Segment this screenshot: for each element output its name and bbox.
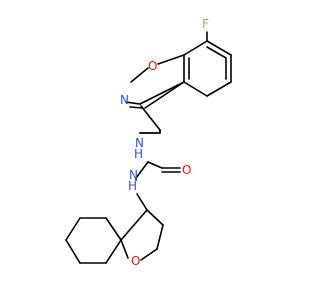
bond xyxy=(183,81,208,97)
bond xyxy=(206,46,227,59)
bond xyxy=(125,101,141,105)
bond xyxy=(120,209,148,241)
bond xyxy=(147,161,163,169)
bond xyxy=(206,81,232,97)
molecule-structure: F O N HN O HN O xyxy=(65,17,232,268)
bond xyxy=(129,106,143,109)
bond xyxy=(105,217,122,241)
bond xyxy=(140,105,161,131)
bond xyxy=(156,224,164,250)
amide-nitrogen-upper-label: HN xyxy=(134,136,144,161)
bond xyxy=(136,193,148,211)
isoxazole-oxygen-label: O xyxy=(148,59,157,73)
bond xyxy=(183,40,208,56)
bond xyxy=(146,209,164,226)
ring-oxygen-label: O xyxy=(131,254,140,268)
bond xyxy=(105,239,122,264)
amide-nitrogen-lower-label: HN xyxy=(128,168,138,193)
fluorine-label: F xyxy=(202,17,209,31)
bond xyxy=(157,54,185,65)
bond xyxy=(144,81,185,109)
molecule-canvas: F O N HN O HN O xyxy=(65,17,232,268)
bond xyxy=(65,239,81,264)
isoxazole-nitrogen-label: N xyxy=(120,93,129,107)
bond xyxy=(120,239,129,259)
bond xyxy=(140,248,158,261)
bond xyxy=(139,81,185,105)
bond xyxy=(206,40,232,56)
bond xyxy=(65,217,81,241)
bond xyxy=(130,67,149,83)
bond xyxy=(135,161,149,179)
carbonyl-oxygen-label: O xyxy=(182,163,191,177)
